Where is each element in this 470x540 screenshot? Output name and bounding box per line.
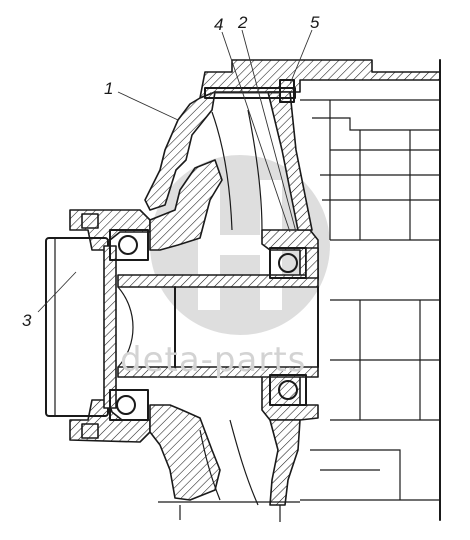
- leader-2: [241, 29, 297, 233]
- seals: [81, 213, 99, 439]
- left-bearing-upper: [109, 229, 149, 261]
- housing-casting-wall: [144, 91, 216, 211]
- housing-web-lower: [149, 404, 221, 501]
- callout-label-5: 5: [310, 13, 320, 32]
- left-bearing-lower: [109, 389, 149, 421]
- callout-label-2: 2: [238, 13, 248, 32]
- bolt-part-5: [204, 79, 296, 103]
- output-flange-part-3: [45, 237, 117, 417]
- housing-top-flange: [199, 59, 441, 99]
- right-bearing-upper: [269, 247, 319, 279]
- callout-label-4: 4: [214, 15, 224, 34]
- shaft: [117, 274, 319, 378]
- housing-rib: [267, 91, 313, 231]
- callout-label-1: 1: [104, 79, 114, 98]
- internal-gears: [300, 59, 441, 521]
- right-bearing-lower: [269, 374, 307, 406]
- leader-1: [117, 91, 179, 121]
- housing-lower-wall: [269, 419, 301, 506]
- leader-4: [221, 31, 291, 233]
- leader-3: [37, 271, 77, 313]
- leader-5: [289, 29, 313, 85]
- housing-web-upper: [149, 159, 223, 251]
- cavity-contours: [158, 109, 300, 522]
- callout-label-3: 3: [22, 311, 32, 330]
- right-bearing-boss-lower: [261, 371, 319, 421]
- watermark-text: deta-parts: [120, 340, 307, 380]
- leader-lines: [37, 29, 313, 313]
